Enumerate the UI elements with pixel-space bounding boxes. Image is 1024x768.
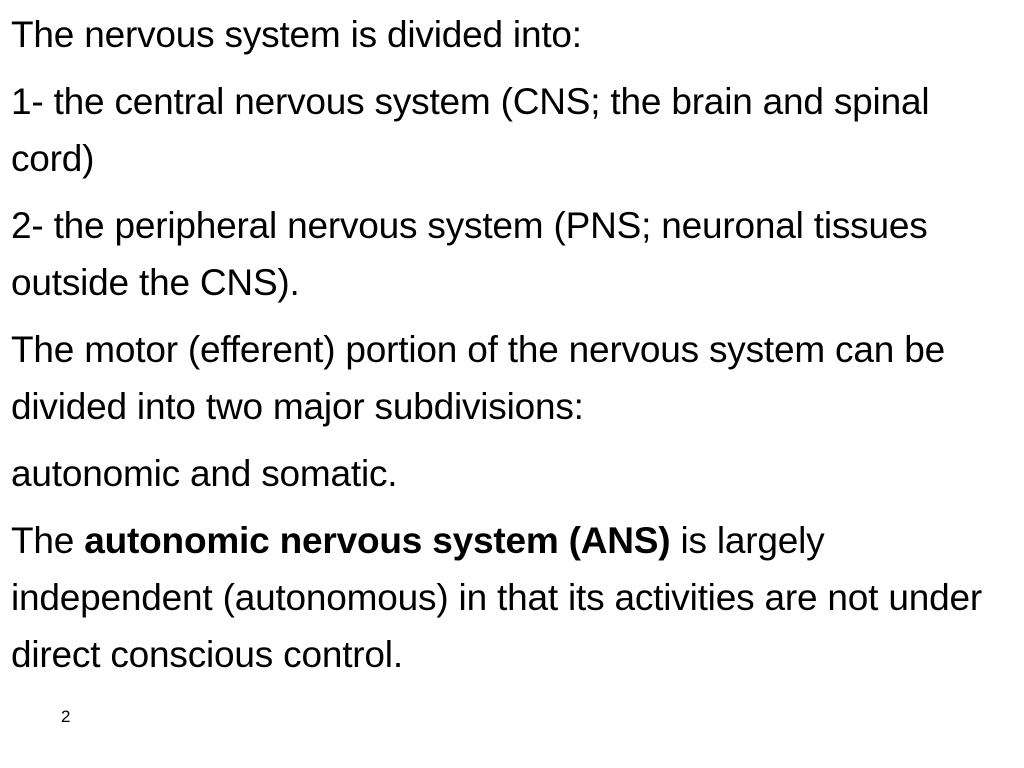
paragraph-motor-portion: The motor (efferent) portion of the nerv…	[11, 329, 945, 427]
paragraph-cns: 1- the central nervous system (CNS; the …	[11, 81, 930, 179]
slide-number: 2	[61, 707, 71, 726]
paragraph-intro: The nervous system is divided into:	[11, 14, 582, 55]
ans-prefix: The	[11, 520, 85, 561]
slide-body: The nervous system is divided into: 1- t…	[11, 6, 1011, 693]
paragraph-ans: The autonomic nervous system (ANS) is la…	[11, 512, 1011, 683]
paragraph-subdivisions: autonomic and somatic.	[11, 453, 398, 494]
ans-suffix: is largely independent (autonomous) in t…	[11, 520, 982, 675]
ans-term: autonomic nervous system (ANS)	[84, 520, 671, 561]
paragraph-pns: 2- the peripheral nervous system (PNS; n…	[11, 205, 928, 303]
